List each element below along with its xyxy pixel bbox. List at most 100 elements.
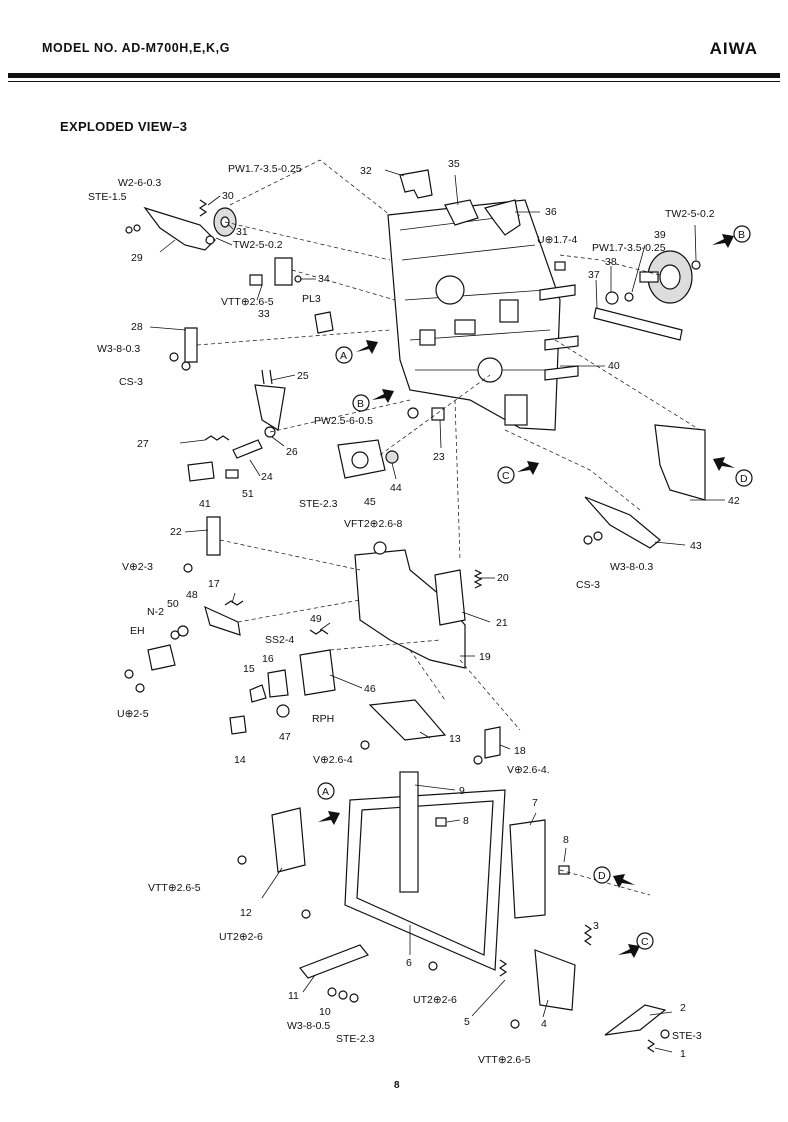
label-50: 50 (167, 598, 179, 610)
part-17-spring (224, 600, 244, 606)
assembly-lines (196, 159, 701, 896)
screw-vft268 (373, 541, 387, 555)
header-rule (8, 73, 780, 78)
label-pw17-b: PW1.7-3.5-0.25 (592, 242, 666, 254)
part-43-lever (584, 496, 661, 549)
part-13-bracket (368, 699, 447, 741)
screw-v23 (183, 563, 193, 573)
part-38-washer (605, 291, 619, 305)
label-4: 4 (541, 1018, 547, 1030)
part-8-clip-a (435, 817, 447, 827)
part-21-lever (434, 569, 466, 626)
label-pl3: PL3 (302, 293, 321, 305)
part-27-spring (204, 435, 230, 441)
part-2-lever (604, 1004, 667, 1036)
screw-vtt265-a (249, 274, 263, 286)
label-8a: 8 (463, 815, 469, 827)
label-25: 25 (297, 370, 309, 382)
part-45-motor (337, 439, 386, 479)
main-chassis (387, 199, 579, 431)
label-u174: U⊕1.7-4 (537, 234, 577, 246)
label-45: 45 (364, 496, 376, 508)
label-pw17-top: PW1.7-3.5-0.25 (228, 163, 302, 175)
part-33-bracket (274, 257, 293, 286)
label-11: 11 (288, 990, 299, 1002)
label-vft268: VFT2⊕2.6-8 (344, 518, 403, 530)
part-36-clip (484, 199, 521, 236)
label-w3805: W3-8-0.5 (287, 1020, 330, 1032)
label-v264-b: V⊕2.6-4. (507, 764, 550, 776)
label-1: 1 (680, 1048, 686, 1060)
label-46: 46 (364, 683, 376, 695)
ref-a1-label: A (340, 350, 347, 362)
label-41: 41 (199, 498, 211, 510)
label-33: 33 (258, 308, 270, 320)
ref-marker-a2: A (317, 782, 340, 825)
label-29: 29 (131, 252, 143, 264)
label-cs3-b: CS-3 (576, 579, 600, 591)
header-rule-thin (8, 81, 780, 82)
label-w3803-b: W3-8-0.3 (610, 561, 653, 573)
label-2: 2 (680, 1002, 686, 1014)
part-19-plate (354, 549, 466, 669)
part-26-arm (254, 384, 286, 431)
label-27: 27 (137, 438, 149, 450)
ref-marker-c1: C (497, 461, 539, 484)
label-w2603: W2-6-0.3 (118, 177, 161, 189)
part-20-spring (473, 569, 483, 589)
screw-ut226-a (301, 909, 311, 919)
label-ut226-a: UT2⊕2-6 (219, 931, 263, 943)
washer-ste3 (660, 1029, 670, 1039)
part-48-bracket (204, 605, 241, 636)
model-number: MODEL NO. AD-M700H,E,K,G (42, 41, 231, 55)
brand-logo: AIWA (709, 39, 758, 58)
label-31: 31 (236, 226, 248, 238)
label-43: 43 (690, 540, 702, 552)
part-24-shaft (232, 439, 263, 459)
part-50-washer (177, 625, 189, 637)
part-28-lever (184, 327, 198, 363)
label-18: 18 (514, 745, 526, 757)
label-16: 16 (262, 653, 274, 665)
label-44: 44 (390, 482, 402, 494)
label-cs3-a: CS-3 (119, 376, 143, 388)
label-39: 39 (654, 229, 666, 241)
ref-b2-label: B (357, 398, 364, 410)
label-5: 5 (464, 1016, 470, 1028)
label-u25: U⊕2-5 (117, 708, 149, 720)
label-51: 51 (242, 488, 254, 500)
ref-marker-c2: C (618, 932, 654, 958)
washer-w3803-a (169, 352, 179, 362)
label-23: 23 (433, 451, 445, 463)
part-32-clip (399, 169, 433, 199)
label-v23: V⊕2-3 (122, 561, 153, 573)
label-v264-a: V⊕2.6-4 (313, 754, 353, 766)
part-51-clip (225, 469, 239, 479)
label-ste3: STE-3 (672, 1030, 702, 1042)
screw-vtt265-c (510, 1019, 520, 1029)
label-24: 24 (261, 471, 273, 483)
label-8b: 8 (563, 834, 569, 846)
label-19: 19 (479, 651, 491, 663)
part-9-frame (344, 771, 506, 971)
screw-ut226-b (428, 961, 438, 971)
label-37: 37 (588, 269, 600, 281)
washer-pw17 (624, 292, 634, 302)
part-18-bracket (484, 726, 501, 759)
ref-marker-a1: A (335, 340, 378, 364)
label-6: 6 (406, 957, 412, 969)
part-49-spring (309, 629, 329, 635)
part-46-head (299, 649, 336, 696)
ref-marker-d2: D (593, 866, 635, 888)
label-17: 17 (208, 578, 220, 590)
washer-cs3-b (583, 535, 593, 545)
label-tw252-b: TW2-5-0.2 (665, 208, 715, 220)
label-ste23-a: STE-2.3 (299, 498, 338, 510)
screw-v264-a (360, 740, 370, 750)
label-40: 40 (608, 360, 620, 372)
part-1-spring (646, 1039, 656, 1053)
part-5-spring (498, 959, 508, 977)
label-10: 10 (319, 1006, 331, 1018)
label-22: 22 (170, 526, 182, 538)
